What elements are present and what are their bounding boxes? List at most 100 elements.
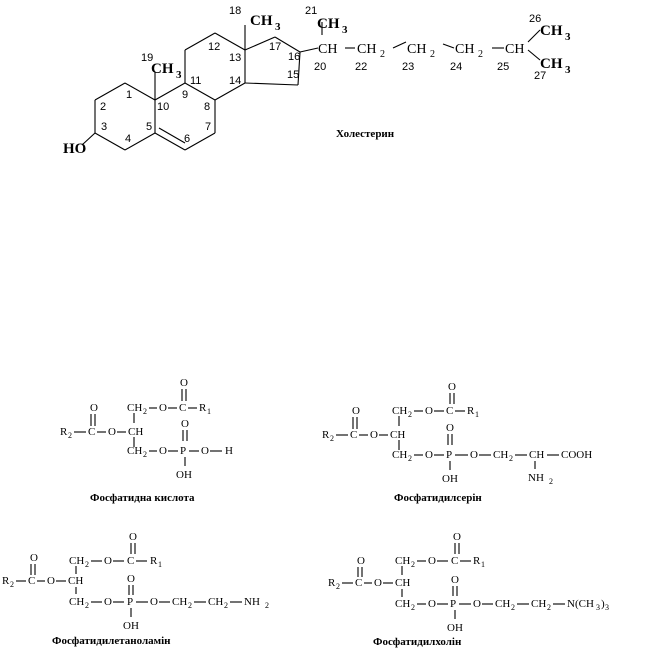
side-chain-c25: CH	[505, 42, 524, 57]
svg-text:CH: CH	[318, 42, 337, 57]
svg-text:O: O	[104, 596, 112, 608]
svg-text:CH: CH	[390, 429, 405, 441]
svg-text:CH: CH	[407, 42, 426, 57]
svg-text:2: 2	[408, 454, 412, 463]
svg-text:NH: NH	[528, 472, 544, 484]
svg-text:O: O	[47, 575, 55, 587]
atom-number-1: 1	[126, 89, 132, 101]
atom-number-24: 24	[450, 61, 462, 73]
svg-text:O: O	[470, 449, 478, 461]
svg-text:CH: CH	[69, 555, 84, 567]
atom-number-8: 8	[204, 101, 210, 113]
svg-text:2: 2	[411, 560, 415, 569]
svg-text:C: C	[88, 426, 95, 438]
atom-number-26: 26	[529, 13, 541, 25]
svg-text:O: O	[30, 552, 38, 564]
phosphatidic-acid-structure: O CH 2 O C R 1 O R 2 C O CH O CH 2	[60, 377, 233, 504]
svg-text:R: R	[60, 426, 68, 438]
svg-text:CH: CH	[455, 42, 474, 57]
svg-text:3: 3	[342, 24, 348, 36]
svg-text:C: C	[127, 555, 134, 567]
svg-text:CH: CH	[531, 598, 546, 610]
svg-text:O: O	[108, 426, 116, 438]
svg-text:OH: OH	[447, 622, 463, 634]
svg-text:1: 1	[475, 410, 479, 419]
svg-text:R: R	[322, 429, 330, 441]
svg-text:O: O	[181, 418, 189, 430]
atom-number-9: 9	[182, 89, 188, 101]
svg-text:O: O	[180, 377, 188, 389]
svg-text:O: O	[428, 555, 436, 567]
svg-text:2: 2	[380, 49, 385, 60]
svg-text:C: C	[350, 429, 357, 441]
svg-text:OH: OH	[176, 469, 192, 481]
svg-text:2: 2	[143, 407, 147, 416]
svg-text:2: 2	[549, 477, 553, 486]
side-chain-c20: CH	[318, 42, 337, 57]
svg-text:CH: CH	[392, 449, 407, 461]
svg-text:2: 2	[430, 49, 435, 60]
methyl-c21: CH 3	[317, 16, 348, 36]
svg-text:2: 2	[10, 580, 14, 589]
svg-text:CH: CH	[68, 575, 83, 587]
atom-number-4: 4	[125, 133, 131, 145]
atom-number-23: 23	[402, 61, 414, 73]
svg-text:CH: CH	[127, 445, 142, 457]
svg-text:CH: CH	[69, 596, 84, 608]
svg-text:3: 3	[275, 21, 281, 33]
phosphatidylserine-structure: O CH 2 O C R 1 O R 2 C O CH O CH 2 O P O	[322, 381, 592, 504]
svg-text:3: 3	[565, 64, 571, 76]
svg-text:O: O	[473, 598, 481, 610]
svg-text:1: 1	[481, 560, 485, 569]
svg-text:CH: CH	[395, 577, 410, 589]
svg-text:OH: OH	[123, 620, 139, 632]
svg-text:NH: NH	[244, 596, 260, 608]
svg-text:R: R	[150, 555, 158, 567]
svg-text:O: O	[127, 573, 135, 585]
svg-text:CH: CH	[208, 596, 223, 608]
svg-text:CH: CH	[395, 555, 410, 567]
atom-number-7: 7	[205, 121, 211, 133]
svg-text:C: C	[28, 575, 35, 587]
atom-number-25: 25	[497, 61, 509, 73]
methyl-c27: CH 3	[540, 56, 571, 76]
svg-text:C: C	[446, 405, 453, 417]
svg-text:O: O	[159, 402, 167, 414]
svg-text:2: 2	[336, 582, 340, 591]
phosphatidylethanolamine-structure: O CH 2 O C R 1 O R 2 C O CH O CH 2 O P O	[2, 531, 269, 647]
svg-text:P: P	[446, 449, 452, 461]
svg-text:2: 2	[511, 603, 515, 612]
svg-text:CH: CH	[540, 56, 563, 72]
svg-text:CH: CH	[250, 13, 273, 29]
svg-text:O: O	[159, 445, 167, 457]
svg-text:C: C	[179, 402, 186, 414]
svg-text:O: O	[201, 445, 209, 457]
atom-number-22: 22	[355, 61, 367, 73]
svg-text:P: P	[127, 596, 133, 608]
svg-text:3: 3	[596, 603, 600, 612]
phosphatidylcholine-caption: Фосфатидилхолін	[373, 636, 462, 648]
svg-text:R: R	[2, 575, 10, 587]
svg-text:N(CH: N(CH	[567, 598, 594, 610]
svg-text:1: 1	[207, 407, 211, 416]
svg-text:2: 2	[85, 601, 89, 610]
svg-text:3: 3	[176, 69, 182, 81]
svg-text:O: O	[428, 598, 436, 610]
atom-number-14: 14	[229, 75, 241, 87]
svg-text:O: O	[150, 596, 158, 608]
svg-text:O: O	[90, 402, 98, 414]
atom-number-16: 16	[288, 51, 300, 63]
svg-text:CH: CH	[127, 402, 142, 414]
svg-text:2: 2	[509, 454, 513, 463]
svg-text:2: 2	[85, 560, 89, 569]
atom-number-20: 20	[314, 61, 326, 73]
svg-text:CH: CH	[505, 42, 524, 57]
svg-text:CH: CH	[395, 598, 410, 610]
svg-text:CH: CH	[357, 42, 376, 57]
svg-text:CH: CH	[317, 16, 340, 32]
methyl-c19: CH 3	[151, 61, 182, 81]
svg-text:2: 2	[68, 431, 72, 440]
svg-text:CH: CH	[540, 23, 563, 39]
svg-text:2: 2	[330, 434, 334, 443]
